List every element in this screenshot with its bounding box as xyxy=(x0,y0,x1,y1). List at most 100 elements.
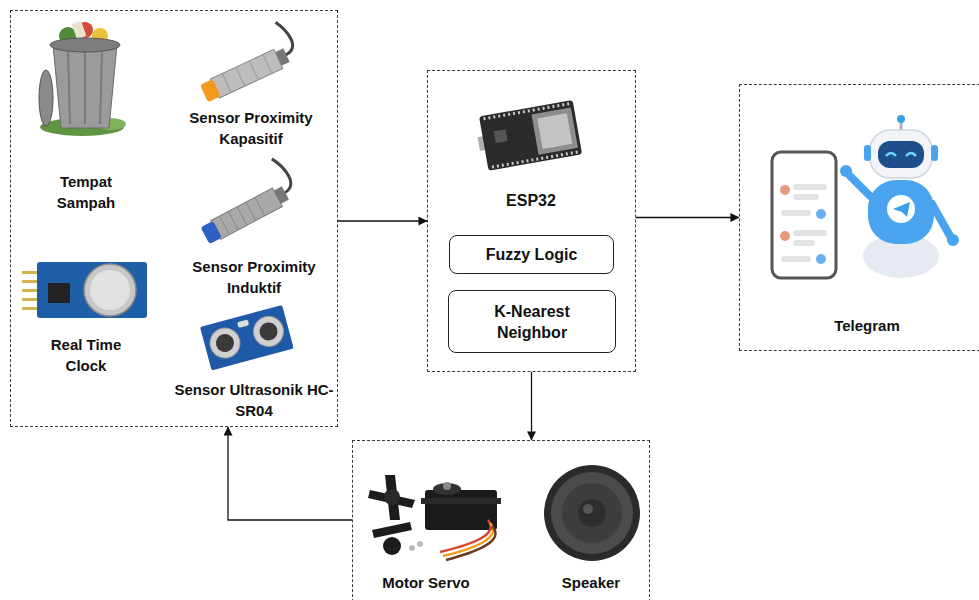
speaker-icon-part xyxy=(583,504,593,514)
component-label: Sensor Proximity Kapasitif xyxy=(171,107,331,149)
trash-bin-icon-part xyxy=(39,70,53,126)
esp32-board-icon-part xyxy=(531,107,578,154)
inductive-sensor-icon-part xyxy=(255,197,265,216)
inductive-sensor-icon-part xyxy=(228,211,238,230)
inductive-sensor-icon-part xyxy=(220,216,230,235)
component-label: ESP32 xyxy=(471,190,591,211)
robot-icon-part xyxy=(887,195,915,223)
component-label: Speaker xyxy=(536,572,646,593)
component-label: Sensor Proximity Induktif xyxy=(174,256,334,298)
rtc-module-icon-part xyxy=(90,270,130,310)
component-label: Telegram xyxy=(807,315,927,336)
esp32-board-icon xyxy=(474,100,582,172)
robot-icon-part xyxy=(840,165,852,177)
trash-bin-icon-part xyxy=(84,52,86,124)
rtc-module-icon-part xyxy=(22,307,38,310)
servo-motor-icon-part xyxy=(443,482,451,490)
phone-chat-icon-part xyxy=(793,240,815,246)
arrow-connector xyxy=(531,372,532,440)
ultrasonic-sensor-icon-part xyxy=(207,325,244,362)
inductive-sensor-icon xyxy=(188,156,300,245)
ultrasonic-sensor-icon-part xyxy=(200,305,294,370)
robot-icon-part xyxy=(864,145,871,161)
servo-motor-icon xyxy=(368,475,501,560)
input-group-box: Tempat Sampah Sensor Proximity KapasitifS… xyxy=(10,10,338,427)
trash-bin-icon-part xyxy=(53,45,117,128)
capacitive-sensor-icon-part xyxy=(263,54,272,73)
rtc-module-icon-part xyxy=(37,262,147,318)
arrow-connector xyxy=(636,217,739,218)
phone-chat-icon-part xyxy=(772,152,836,278)
robot-icon-part xyxy=(886,153,896,156)
ultrasonic-sensor-icon-part xyxy=(214,332,236,354)
servo-motor-icon-part xyxy=(383,537,401,555)
robot-icon-part xyxy=(893,202,910,217)
capacitive-sensor-icon-part xyxy=(249,61,258,80)
phone-chat-icon-part xyxy=(793,194,819,200)
speaker-icon-part xyxy=(544,465,640,561)
speaker-icon-part xyxy=(562,483,622,543)
rtc-module-icon-part xyxy=(22,289,38,292)
inductive-sensor-icon-part xyxy=(246,202,256,221)
servo-motor-icon-part xyxy=(417,541,423,547)
trash-bin-icon-part xyxy=(100,52,102,124)
trash-bin-icon-part xyxy=(72,21,87,39)
rtc-module-icon-part xyxy=(22,280,38,283)
esp32-board-icon-part xyxy=(494,129,508,143)
controller-box: ESP32Fuzzy LogicK-Nearest Neighbor xyxy=(427,70,636,372)
robot-icon-part xyxy=(906,153,916,156)
capacitive-sensor-icon-part xyxy=(210,49,282,98)
phone-chat-icon-part xyxy=(780,185,790,195)
rtc-module-icon-part xyxy=(48,283,70,303)
ultrasonic-sensor-icon-part xyxy=(250,313,287,350)
servo-motor-icon-part xyxy=(425,490,497,530)
servo-motor-icon-part xyxy=(446,526,496,560)
servo-motor-icon-part xyxy=(443,523,493,556)
esp32-board-icon-part xyxy=(537,113,572,149)
trash-bin-icon-part xyxy=(68,52,70,124)
inductive-sensor-icon-part xyxy=(201,221,222,244)
servo-motor-icon-part xyxy=(409,545,415,551)
method-box: Fuzzy Logic xyxy=(449,235,614,274)
servo-motor-icon-part xyxy=(372,522,412,538)
arrow-connector xyxy=(338,220,427,221)
arrow-connector xyxy=(228,427,352,520)
trash-bin-icon xyxy=(39,21,126,136)
phone-chat-icon-part xyxy=(793,184,827,190)
phone-chat-icon-part xyxy=(816,209,826,219)
ultrasonic-sensor-icon xyxy=(200,305,294,370)
servo-motor-icon-part xyxy=(433,483,461,495)
esp32-board-icon-part xyxy=(492,152,579,167)
trash-bin-icon-part xyxy=(50,38,120,52)
output-group-box: Motor ServoSpeaker xyxy=(352,440,650,600)
phone-chat-icon xyxy=(772,152,836,278)
robot-icon-part xyxy=(897,115,905,123)
component-label: Sensor Ultrasonik HC-SR04 xyxy=(174,379,334,421)
robot-icon-part xyxy=(870,130,932,178)
robot-icon-part xyxy=(850,176,870,196)
robot-icon-part xyxy=(878,141,924,168)
servo-motor-icon-part xyxy=(385,475,400,520)
speaker-icon-part xyxy=(578,499,606,527)
method-label: K-Nearest Neighbor xyxy=(476,301,588,343)
rtc-module-icon xyxy=(22,262,147,318)
component-label: Tempat Sampah xyxy=(46,171,126,213)
inductive-sensor-icon-part xyxy=(237,207,247,226)
esp32-board-icon-part xyxy=(479,100,582,171)
phone-chat-icon-part xyxy=(781,210,811,216)
method-label: Fuzzy Logic xyxy=(486,244,578,265)
phone-chat-icon-part xyxy=(793,230,827,236)
servo-motor-icon-part xyxy=(421,498,501,504)
robot-icon-part xyxy=(932,204,950,236)
capacitive-sensor-icon-part xyxy=(222,73,231,92)
rtc-module-icon-part xyxy=(84,264,136,316)
method-box: K-Nearest Neighbor xyxy=(448,290,616,353)
notification-box: Telegram xyxy=(739,84,979,351)
ultrasonic-sensor-icon-part xyxy=(237,319,249,328)
phone-chat-icon-part xyxy=(781,256,811,262)
ultrasonic-sensor-icon-part xyxy=(257,320,279,342)
inductive-sensor-icon-part xyxy=(211,188,283,239)
speaker-icon-part xyxy=(551,472,633,554)
capacitive-sensor-icon-part xyxy=(236,67,245,86)
